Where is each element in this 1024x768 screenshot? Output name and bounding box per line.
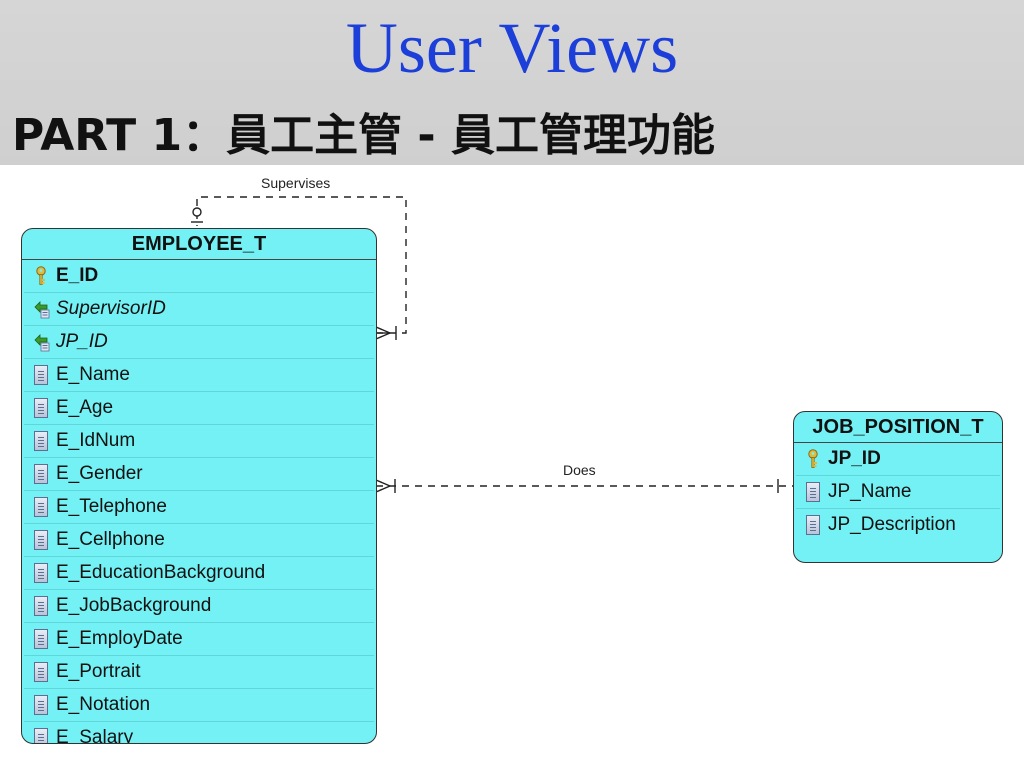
column-icon [34, 596, 48, 616]
column-icon [34, 563, 48, 583]
attribute-row[interactable]: SupervisorID [24, 293, 374, 326]
attribute-name: E_Salary [56, 727, 134, 744]
relationship-label-supervises: Supervises [261, 175, 331, 191]
page-subtitle: PART 1：員工主管 - 員工管理功能 [12, 110, 716, 161]
foreign-key-icon [34, 332, 50, 352]
attribute-name: E_EducationBackground [56, 562, 266, 583]
column-icon [806, 482, 820, 502]
attribute-name: JP_Description [828, 514, 956, 535]
attribute-row[interactable]: E_Gender [24, 458, 374, 491]
entity-title: JOB_POSITION_T [794, 412, 1002, 443]
foreign-key-icon [34, 299, 50, 319]
column-icon [34, 398, 48, 418]
column-icon [34, 695, 48, 715]
column-icon [806, 515, 820, 535]
attribute-name: E_Gender [56, 463, 143, 484]
does-connector [375, 479, 793, 493]
attribute-name: E_Telephone [56, 496, 167, 517]
attribute-name: E_ID [56, 265, 99, 286]
attribute-row[interactable]: E_Salary [24, 722, 374, 744]
column-icon [34, 365, 48, 385]
attribute-name: E_EmployDate [56, 628, 183, 649]
attribute-name: JP_ID [56, 331, 108, 352]
attribute-row[interactable]: JP_Name [796, 476, 1000, 509]
column-icon [34, 464, 48, 484]
attribute-row[interactable]: E_Cellphone [24, 524, 374, 557]
column-icon [34, 497, 48, 517]
attribute-row[interactable]: JP_ID [24, 326, 374, 359]
attribute-name: JP_Name [828, 481, 912, 502]
attribute-row[interactable]: E_Name [24, 359, 374, 392]
attribute-name: E_JobBackground [56, 595, 212, 616]
attribute-row[interactable]: E_Telephone [24, 491, 374, 524]
attribute-name: E_Cellphone [56, 529, 165, 550]
column-icon [34, 431, 48, 451]
attribute-name: JP_ID [828, 448, 881, 469]
header-banner: User Views PART 1：員工主管 - 員工管理功能 [0, 0, 1024, 165]
attribute-row[interactable]: E_EducationBackground [24, 557, 374, 590]
key-icon [34, 266, 48, 286]
attribute-row[interactable]: JP_Description [796, 509, 1000, 541]
attribute-row[interactable]: JP_ID [796, 443, 1000, 476]
attribute-name: E_Name [56, 364, 130, 385]
relationship-label-does: Does [563, 462, 596, 478]
attribute-row[interactable]: E_IdNum [24, 425, 374, 458]
attribute-row[interactable]: E_Notation [24, 689, 374, 722]
page-title: User Views [345, 8, 679, 88]
attribute-name: SupervisorID [56, 298, 166, 319]
key-icon [806, 449, 820, 469]
attribute-row[interactable]: E_EmployDate [24, 623, 374, 656]
attribute-name: E_Age [56, 397, 114, 418]
attribute-name: E_IdNum [56, 430, 136, 451]
attribute-row[interactable]: E_Portrait [24, 656, 374, 689]
attribute-row[interactable]: E_JobBackground [24, 590, 374, 623]
column-icon [34, 662, 48, 682]
entity-title: EMPLOYEE_T [22, 229, 376, 260]
attribute-name: E_Portrait [56, 661, 141, 682]
column-icon [34, 629, 48, 649]
attribute-row[interactable]: E_ID [24, 260, 374, 293]
attribute-row[interactable]: E_Age [24, 392, 374, 425]
attribute-name: E_Notation [56, 694, 151, 715]
column-icon [34, 728, 48, 743]
column-icon [34, 530, 48, 550]
